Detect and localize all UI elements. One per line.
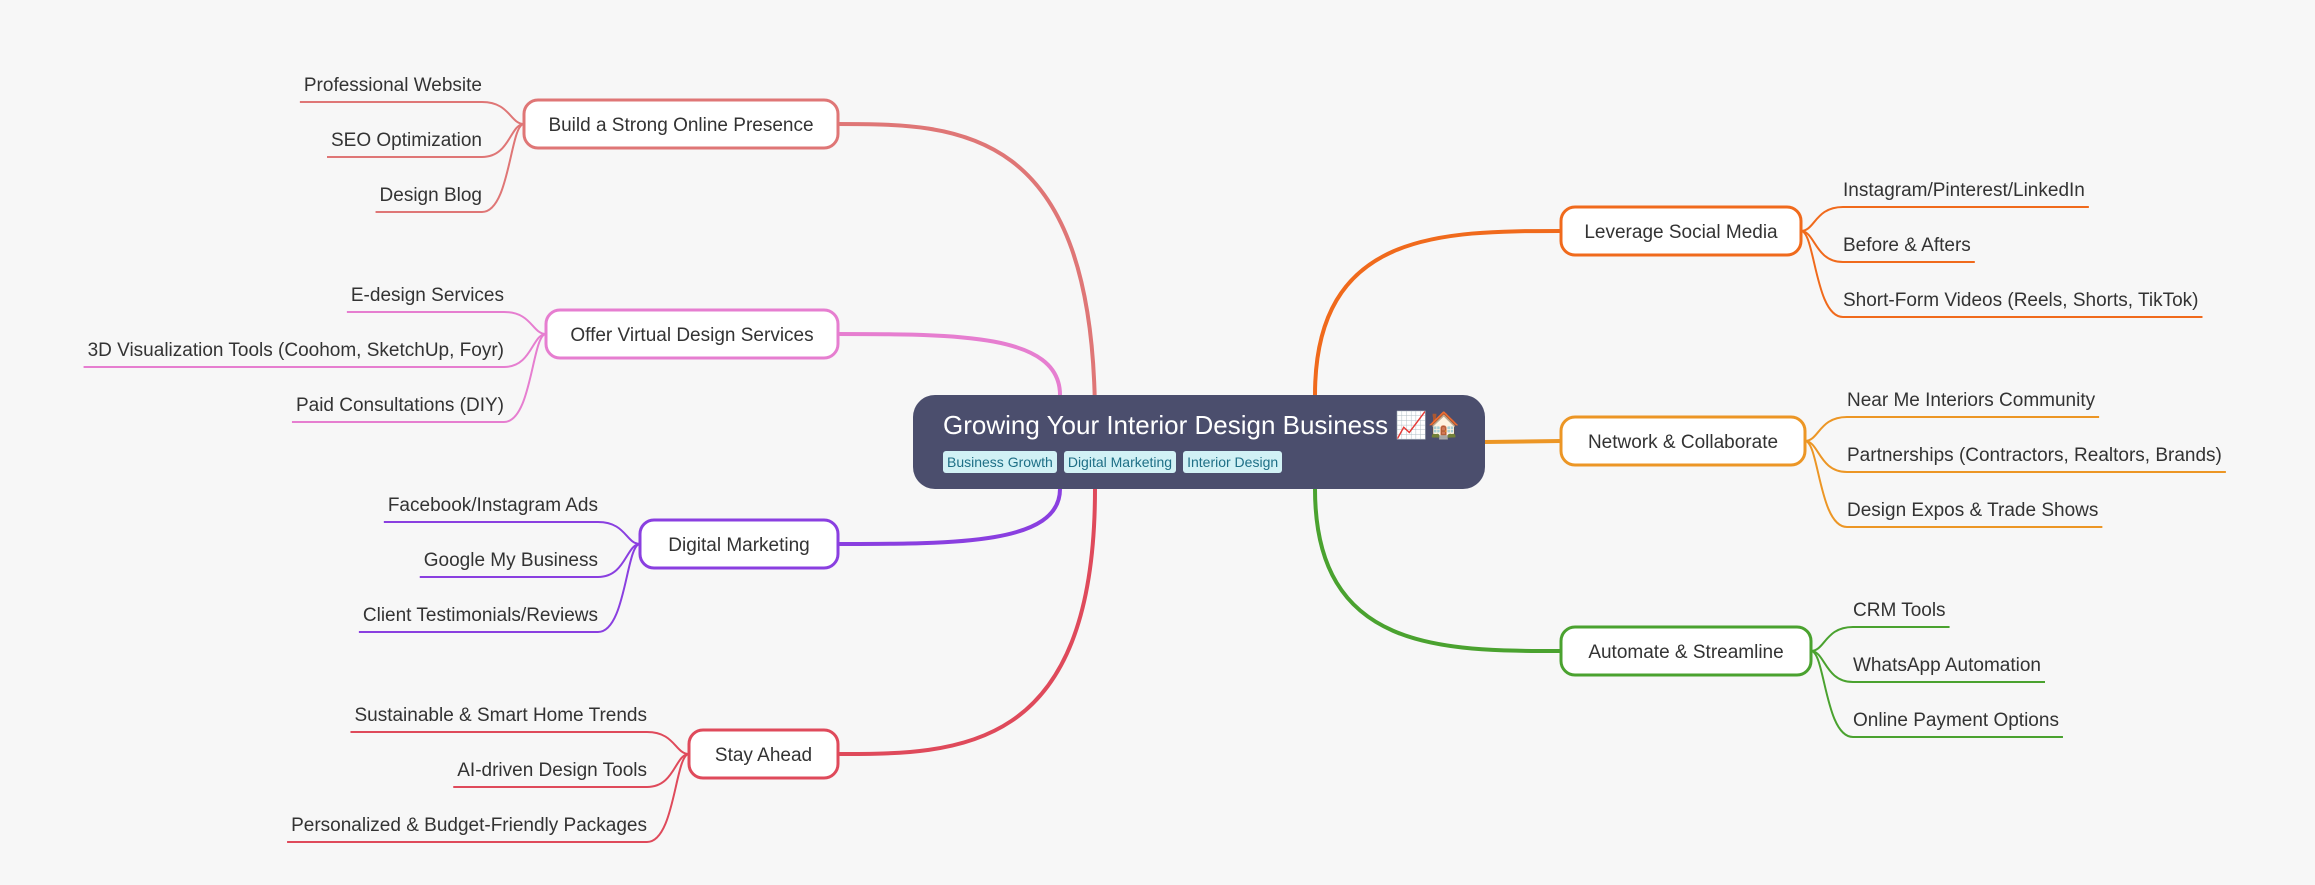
leaf-link [1800, 230, 1975, 263]
branch-node-digital-marketing[interactable]: Digital Marketing [638, 518, 840, 570]
leaf-online-payment-options[interactable]: Online Payment Options [1853, 710, 2059, 731]
branch-node-label: Leverage Social Media [1584, 222, 1778, 243]
branch-node-label: Offer Virtual Design Services [570, 325, 813, 346]
leaf-link [350, 731, 690, 755]
branch-link-leverage-social-media [1313, 229, 1563, 397]
leaf-e-design-services[interactable]: E-design Services [351, 285, 504, 306]
branch-node-label: Network & Collaborate [1588, 432, 1778, 453]
leaf-professional-website[interactable]: Professional Website [304, 75, 482, 96]
branch-node-offer-virtual-design-services[interactable]: Offer Virtual Design Services [544, 308, 840, 360]
leaf-personalized-budget-friendly-packages[interactable]: Personalized & Budget-Friendly Packages [291, 815, 647, 836]
branch-node-box [687, 728, 840, 780]
branch-node-box [522, 98, 840, 150]
leaf-design-blog[interactable]: Design Blog [380, 185, 482, 206]
branch-node-label: Digital Marketing [668, 535, 810, 556]
leaf-sustainable-smart-home-trends[interactable]: Sustainable & Smart Home Trends [354, 705, 647, 726]
branch-node-box [1559, 205, 1803, 257]
leaf-link [1804, 440, 2226, 473]
leaf-ai-driven-design-tools[interactable]: AI-driven Design Tools [457, 760, 647, 781]
leaf-whatsapp-automation[interactable]: WhatsApp Automation [1853, 655, 2041, 676]
branch-node-label: Stay Ahead [715, 745, 812, 766]
root-title: Growing Your Interior Design Business 📈🏠 [943, 410, 1461, 440]
leaf-3d-visualization-tools-coohom-sketchup-f[interactable]: 3D Visualization Tools (Coohom, SketchUp… [88, 340, 504, 361]
branch-node-box [1559, 625, 1813, 677]
leaf-link [1800, 230, 2203, 318]
leaf-link [358, 543, 641, 633]
leaf-link [287, 753, 690, 843]
link-layer [83, 101, 2226, 843]
branch-link-automate-streamline [1313, 487, 1563, 653]
tag-interior-design[interactable]: Interior Design [1183, 451, 1283, 473]
leaf-short-form-videos-reels-shorts-tiktok[interactable]: Short-Form Videos (Reels, Shorts, TikTok… [1843, 290, 2198, 311]
branch-link-offer-virtual-design-services [836, 332, 1062, 397]
branch-link-network-collaborate [1483, 439, 1563, 444]
leaf-paid-consultations-diy[interactable]: Paid Consultations (DIY) [296, 395, 504, 416]
branch-link-stay-ahead [836, 487, 1097, 756]
leaf-before-afters[interactable]: Before & Afters [1843, 235, 1971, 256]
leaf-design-expos-trade-shows[interactable]: Design Expos & Trade Shows [1847, 500, 2098, 521]
leaf-link [327, 123, 525, 158]
leaf-crm-tools[interactable]: CRM Tools [1853, 600, 1946, 621]
leaf-link [1804, 416, 2100, 442]
leaf-link [346, 311, 547, 335]
branch-node-automate-streamline[interactable]: Automate & Streamline [1559, 625, 1813, 677]
leaf-link [291, 333, 547, 423]
tag-digital-marketing[interactable]: Digital Marketing [1063, 451, 1177, 473]
leaf-link [1810, 650, 2045, 683]
branch-link-digital-marketing [836, 487, 1062, 546]
tag-business-growth[interactable]: Business Growth [943, 451, 1057, 473]
branch-node-leverage-social-media[interactable]: Leverage Social Media [1559, 205, 1803, 257]
leaf-link [453, 753, 690, 788]
leaf-link [1810, 650, 2063, 738]
leaf-link [1800, 206, 2089, 232]
leaf-seo-optimization[interactable]: SEO Optimization [331, 130, 482, 151]
leaf-client-testimonials-reviews[interactable]: Client Testimonials/Reviews [363, 605, 598, 626]
leaf-link [1804, 440, 2103, 528]
leaf-near-me-interiors-community[interactable]: Near Me Interiors Community [1847, 390, 2096, 411]
leaf-link [375, 123, 525, 213]
root-tags: Business Growth Digital Marketing Interi… [943, 451, 1455, 473]
branch-node-box [544, 308, 840, 360]
branch-node-box [1559, 415, 1807, 467]
branch-node-network-collaborate[interactable]: Network & Collaborate [1559, 415, 1807, 467]
leaf-instagram-pinterest-linkedin[interactable]: Instagram/Pinterest/LinkedIn [1843, 180, 2085, 201]
leaf-partnerships-contractors-realtors-brands[interactable]: Partnerships (Contractors, Realtors, Bra… [1847, 445, 2222, 466]
leaf-google-my-business[interactable]: Google My Business [424, 550, 598, 571]
branch-link-build-a-strong-online-presence [836, 122, 1097, 422]
leaf-facebook-instagram-ads[interactable]: Facebook/Instagram Ads [388, 495, 598, 516]
branch-node-stay-ahead[interactable]: Stay Ahead [687, 728, 840, 780]
branch-node-label: Automate & Streamline [1588, 642, 1783, 663]
branch-node-box [638, 518, 840, 570]
leaf-link [419, 543, 641, 578]
leaf-link [1810, 626, 1950, 652]
leaf-link [383, 521, 641, 545]
leaf-link [299, 101, 525, 125]
node-layer: Build a Strong Online Presence Profession… [88, 75, 2222, 836]
leaf-link [83, 333, 547, 368]
root-node[interactable]: Growing Your Interior Design Business 📈🏠… [913, 395, 1485, 489]
branch-node-build-a-strong-online-presence[interactable]: Build a Strong Online Presence [522, 98, 840, 150]
branch-node-label: Build a Strong Online Presence [548, 115, 813, 136]
